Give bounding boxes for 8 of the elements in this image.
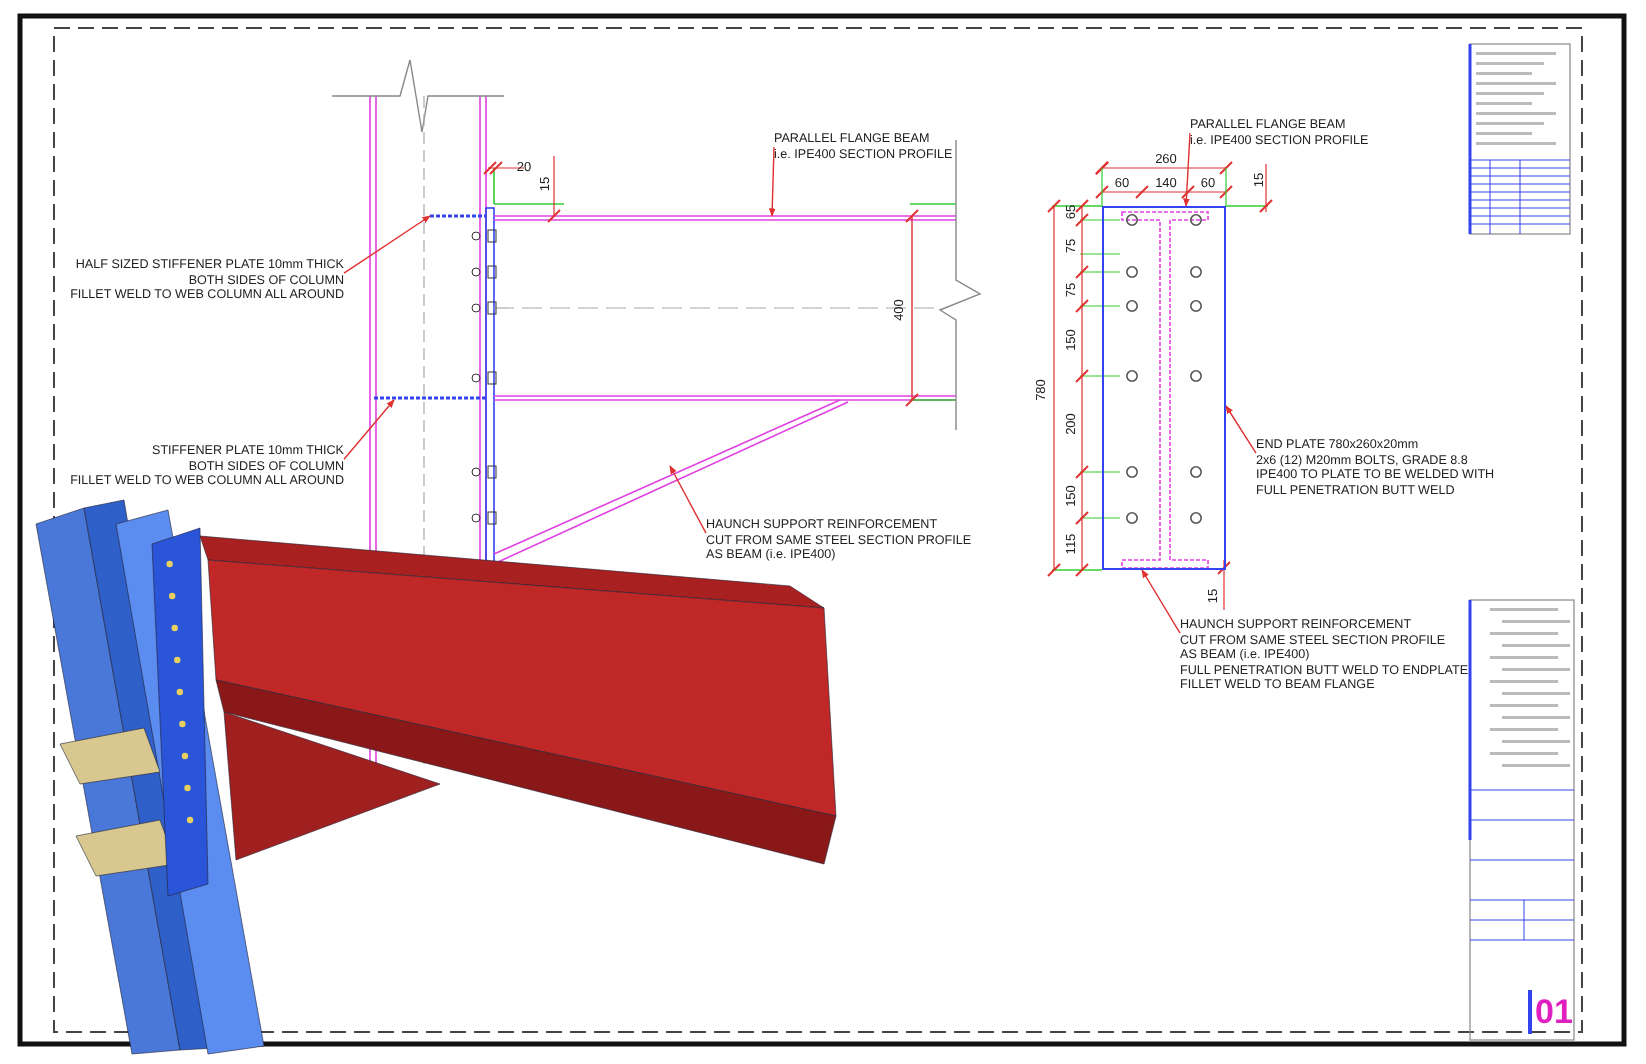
leader-line (343, 215, 431, 274)
leader-line (669, 465, 707, 534)
leader-line (1141, 569, 1181, 634)
leader-line (1183, 132, 1191, 207)
leader-line (768, 146, 776, 217)
end-plate (1102, 206, 1226, 570)
leader-line (1225, 405, 1257, 454)
leader-line (343, 399, 395, 460)
